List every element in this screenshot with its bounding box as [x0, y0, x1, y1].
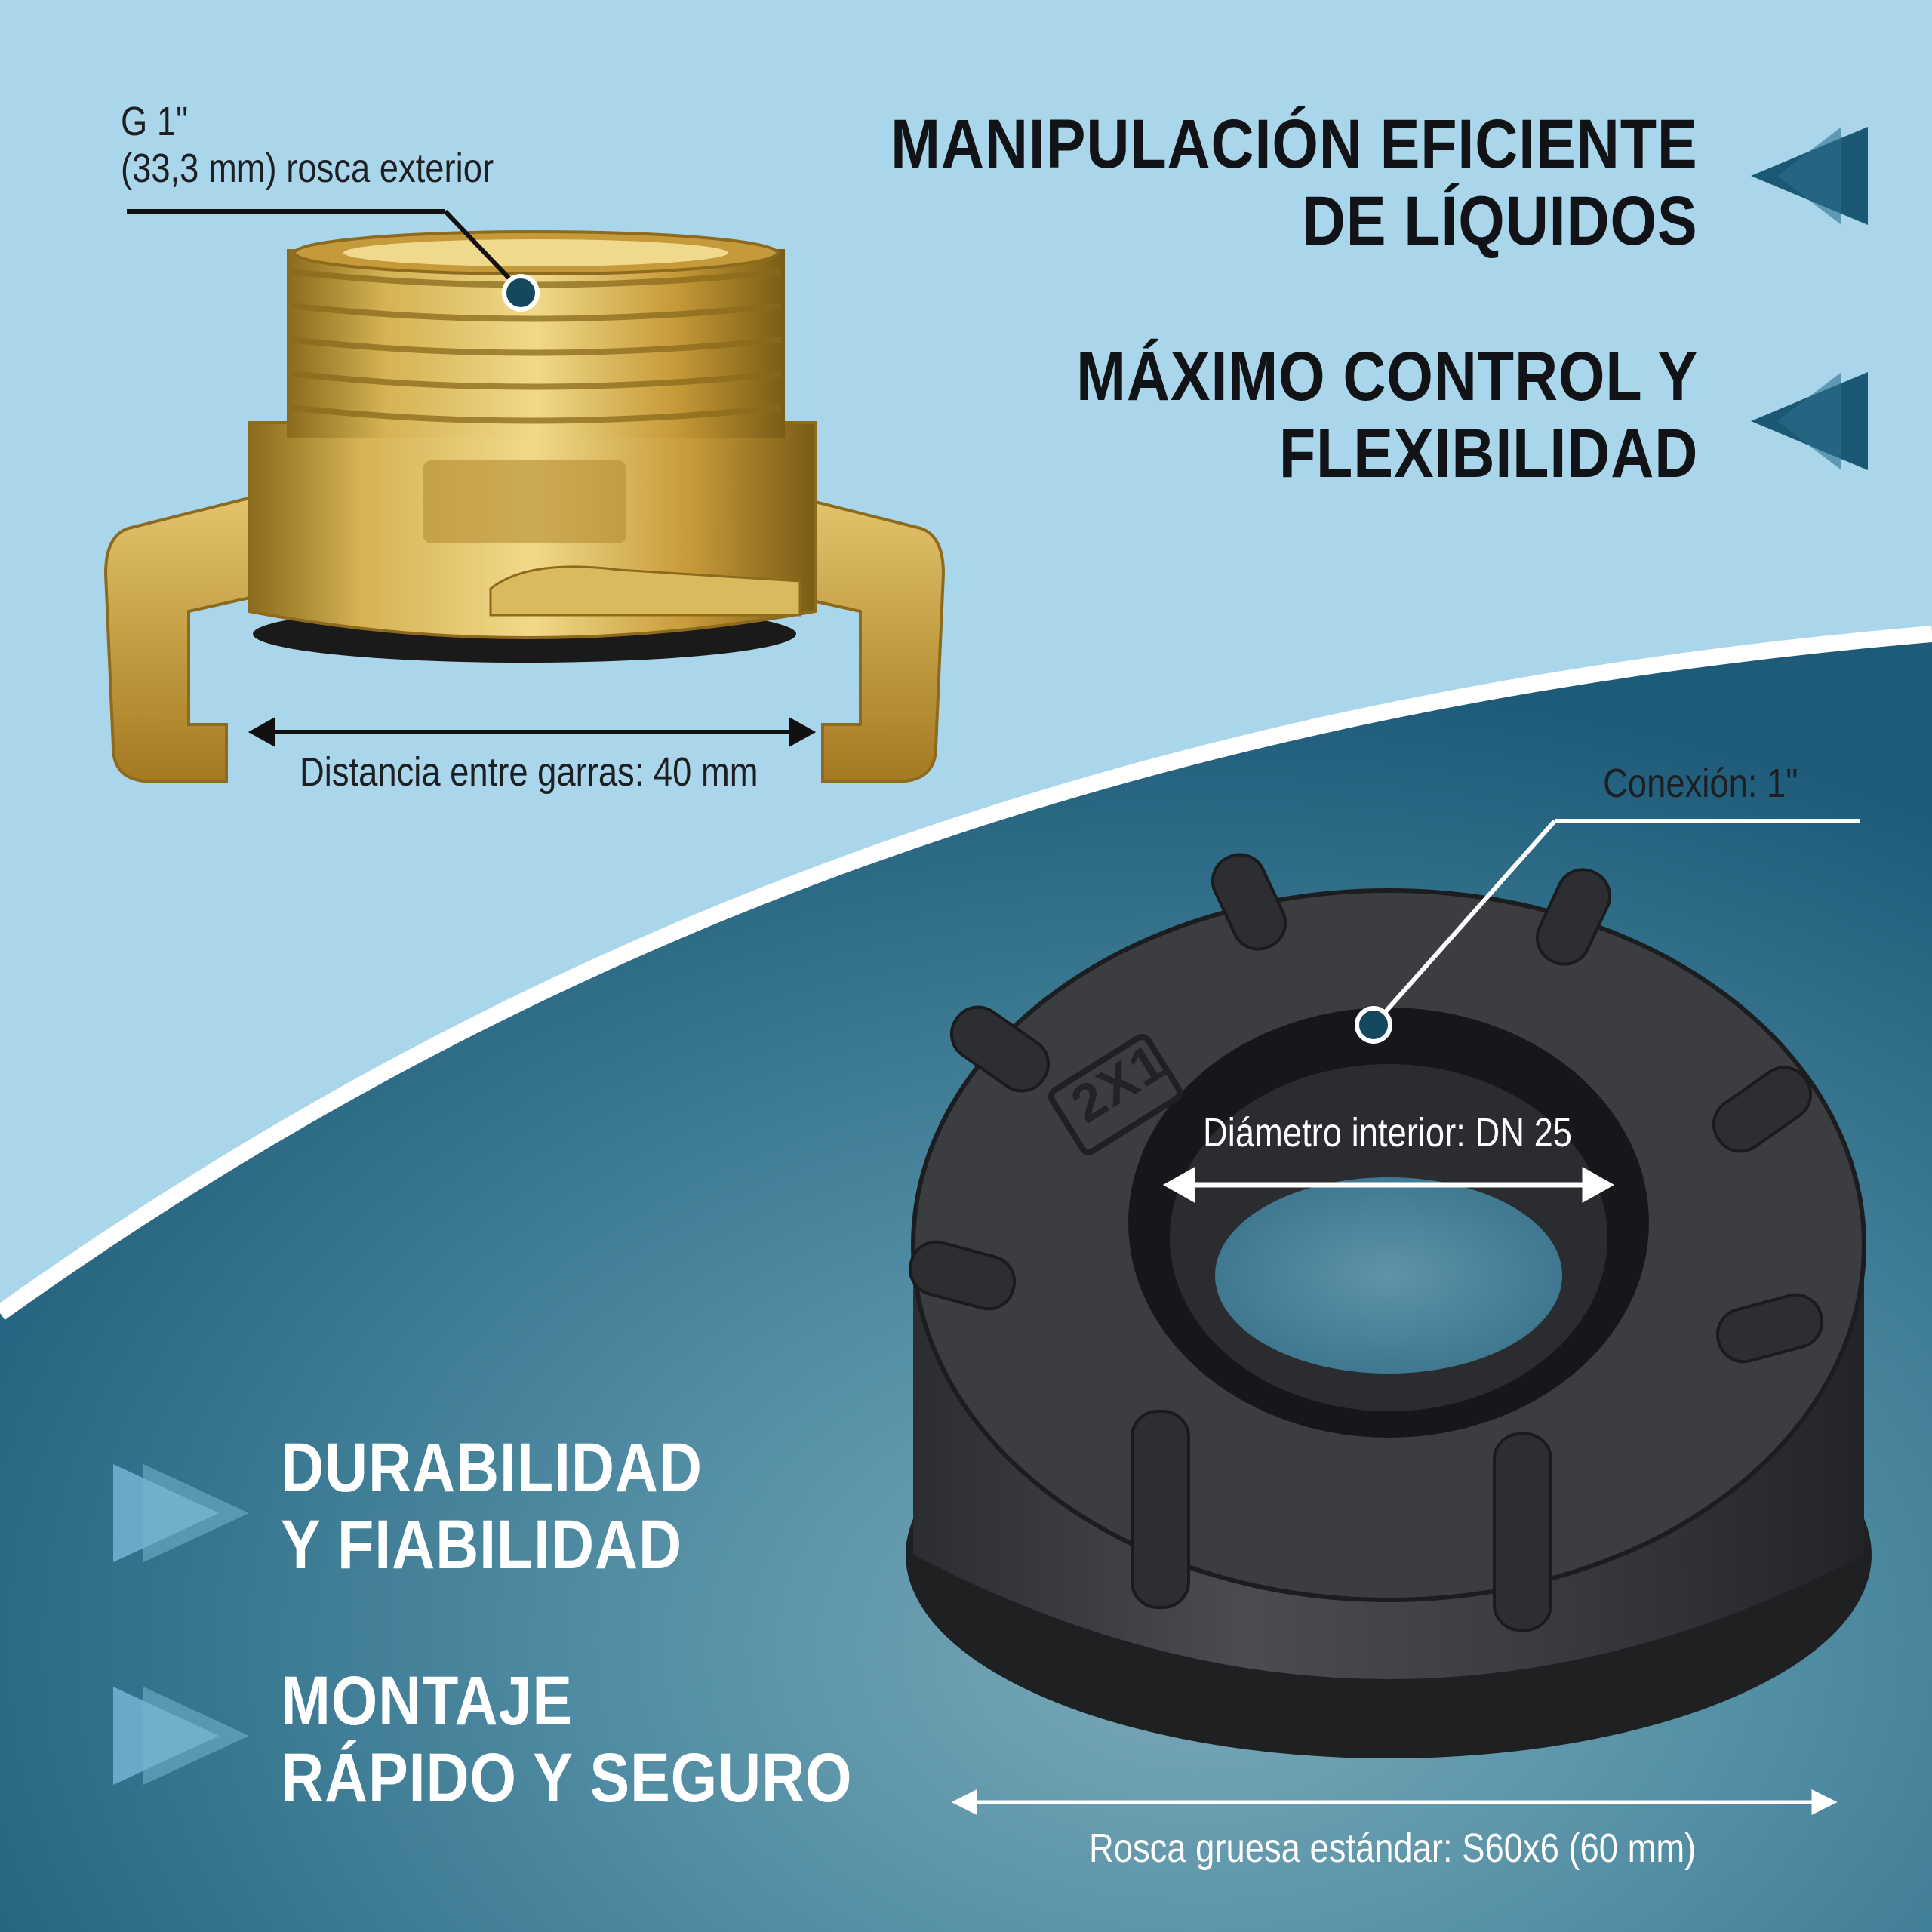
feature-max-control: MÁXIMO CONTROL Y FLEXIBILIDAD	[1076, 338, 1698, 492]
black-cap-illustration	[906, 853, 1872, 1758]
thread-size-line: (33,3 mm) rosca exterior	[121, 146, 494, 191]
feature-line: MONTAJE	[281, 1663, 573, 1740]
brass-coupling-illustration	[103, 230, 946, 783]
double-chevron-left-icon	[1751, 372, 1868, 470]
double-chevron-left-icon	[1751, 127, 1868, 225]
double-chevron-right-icon	[113, 1464, 249, 1562]
thread-callout-leader	[127, 209, 523, 293]
connection-callout-dot	[1355, 1006, 1392, 1044]
connection-label: Conexión: 1"	[1602, 761, 1798, 806]
inner-diameter-arrow	[1162, 1167, 1615, 1203]
thread-size-label: G 1" (33,3 mm) rosca exterior	[121, 98, 494, 192]
feature-durability: DURABILIDAD Y FIABILIDAD	[281, 1429, 703, 1583]
feature-line: Y FIABILIDAD	[281, 1506, 682, 1583]
feature-quick-mounting: MONTAJE RÁPIDO Y SEGURO	[281, 1663, 852, 1817]
double-chevron-right-icon	[113, 1687, 249, 1785]
coarse-thread-label: Rosca gruesa estándar: S60x6 (60 mm)	[1089, 1826, 1697, 1871]
thread-size-line: G 1"	[121, 99, 189, 144]
feature-line: FLEXIBILIDAD	[1278, 415, 1698, 492]
inner-diameter-label: Diámetro interior: DN 25	[1203, 1110, 1573, 1155]
claw-distance-arrow	[248, 716, 817, 748]
feature-efficient-handling: MANIPULACIÓN EFICIENTE DE LÍQUIDOS	[891, 106, 1698, 260]
thread-callout-dot	[502, 274, 540, 312]
feature-line: MÁXIMO CONTROL Y	[1075, 338, 1698, 415]
feature-line: DE LÍQUIDOS	[1303, 183, 1698, 260]
feature-line: DURABILIDAD	[281, 1429, 703, 1506]
connection-callout-leader	[1374, 819, 1860, 1024]
claw-distance-label: Distancia entre garras: 40 mm	[300, 749, 758, 795]
feature-line: RÁPIDO Y SEGURO	[281, 1740, 853, 1817]
panel-white-edge	[0, 626, 1932, 1320]
coarse-thread-arrow	[951, 1789, 1838, 1816]
feature-line: MANIPULACIÓN EFICIENTE	[891, 106, 1698, 183]
